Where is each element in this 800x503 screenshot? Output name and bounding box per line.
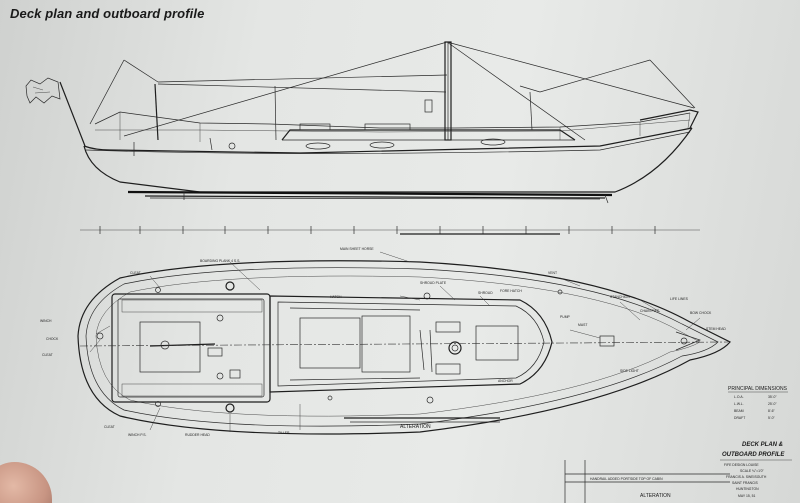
annotation: SHROUD [478, 291, 493, 295]
tiller [149, 343, 216, 347]
title-block-subheading: OUTBOARD PROFILE [722, 452, 785, 458]
cabin-top [269, 295, 553, 393]
annotation: HATCH [330, 295, 342, 299]
dimensions-heading: PRINCIPAL DIMENSIONS [728, 386, 788, 392]
dim-label: L.O.A. [734, 395, 744, 399]
annotation: FORE HATCH [500, 289, 522, 293]
principal-dimensions: PRINCIPAL DIMENSIONS L.O.A. 35'-0" L.W.L… [728, 386, 788, 420]
annotation: SIDE LIGHT [620, 369, 639, 373]
annotation: BOW CHOCK [690, 311, 712, 315]
annotation: MAIN SHEET HORSE [340, 247, 374, 251]
annotation: BOARDING PLANK 4 S.S. [200, 259, 240, 263]
winch [228, 142, 236, 150]
annotation: CLEAT [42, 353, 53, 357]
annotation: ANCHOR [498, 379, 513, 383]
deck-outline [77, 260, 731, 435]
alteration-label-bottom: ALTERATION [640, 493, 671, 499]
title-block-line: MAY 15, 51 [738, 494, 756, 498]
winch [225, 281, 235, 291]
sheer-line [83, 127, 693, 154]
dim-value: 35'-0" [768, 395, 777, 399]
cockpit [111, 293, 271, 403]
hull [83, 127, 693, 193]
outboard-profile [25, 41, 699, 204]
main-hatch [299, 317, 361, 369]
ensign-flag [25, 77, 86, 147]
cabin-trunk [281, 129, 576, 141]
annotation: MAST [578, 323, 587, 327]
annotation: TILLER [278, 431, 290, 435]
title-block-line: FRANCIS A. SWEISGUTH [726, 475, 767, 479]
forestay [446, 41, 695, 109]
annotation: CLEAT [130, 271, 141, 275]
annotation: RUDDER HEAD [185, 433, 210, 437]
title-block-line: SCALE ¾"=1'0" [740, 469, 764, 473]
annotation: PUMP [560, 315, 571, 319]
annotation: SHROUD PLATE [420, 281, 447, 285]
vent [424, 99, 433, 113]
mast-step [448, 341, 462, 355]
annotation: VENT [548, 271, 557, 275]
dim-value: 8'-6" [768, 409, 776, 413]
waterline [127, 190, 613, 197]
annotation: STEM HEAD [706, 327, 726, 331]
annotation: CHOCK [46, 337, 59, 341]
station-scale [80, 226, 700, 235]
annotation: STANCHION [610, 295, 630, 299]
backstay [123, 41, 448, 137]
dim-value: 25'-0" [768, 402, 777, 406]
porthole [369, 141, 395, 149]
dim-value: 5'-0" [768, 416, 776, 420]
annotation: CHAIN PIPE [640, 309, 660, 313]
title-block-line: SAINT FRANCIS [732, 481, 758, 485]
annotation: WINCH [40, 319, 52, 323]
boom-topping [157, 83, 447, 93]
deck-fittings [96, 281, 563, 413]
dim-label: BEAM [734, 409, 744, 413]
porthole [480, 138, 506, 146]
deck-plan: BOARDING PLANK 4 S.S. CLEAT WINCH CHOCK … [40, 247, 731, 437]
dim-label: DRAFT [734, 416, 745, 420]
porthole [305, 142, 331, 150]
title-block: DECK PLAN & OUTBOARD PROFILE FIFE DESIGN… [720, 442, 792, 498]
title-block-line: FIFE DESIGN LOUISE [724, 463, 759, 467]
annotation: LIFE LINES [670, 297, 689, 301]
revision-note: HANDRAIL ADDED PORTSIDE TOP OF CABIN [590, 477, 663, 481]
title-block-heading: DECK PLAN & [742, 442, 783, 448]
cockpit-hatch [139, 321, 201, 373]
title-block-line: HUNTINGTON [736, 487, 759, 491]
annotation: WINCH P.S. [128, 433, 146, 437]
winch [225, 403, 235, 413]
dim-label: L.W.L. [734, 402, 744, 406]
alteration-label: ALTERATION [400, 424, 431, 430]
centerline [79, 341, 729, 347]
page-title: Deck plan and outboard profile [10, 6, 205, 21]
shroud [446, 41, 586, 141]
revision-block: ALTERATION HANDRAIL ADDED PORTSIDE TOP O… [344, 417, 730, 503]
annotation: CLEAT [104, 425, 115, 429]
fore-hatch [475, 325, 519, 361]
